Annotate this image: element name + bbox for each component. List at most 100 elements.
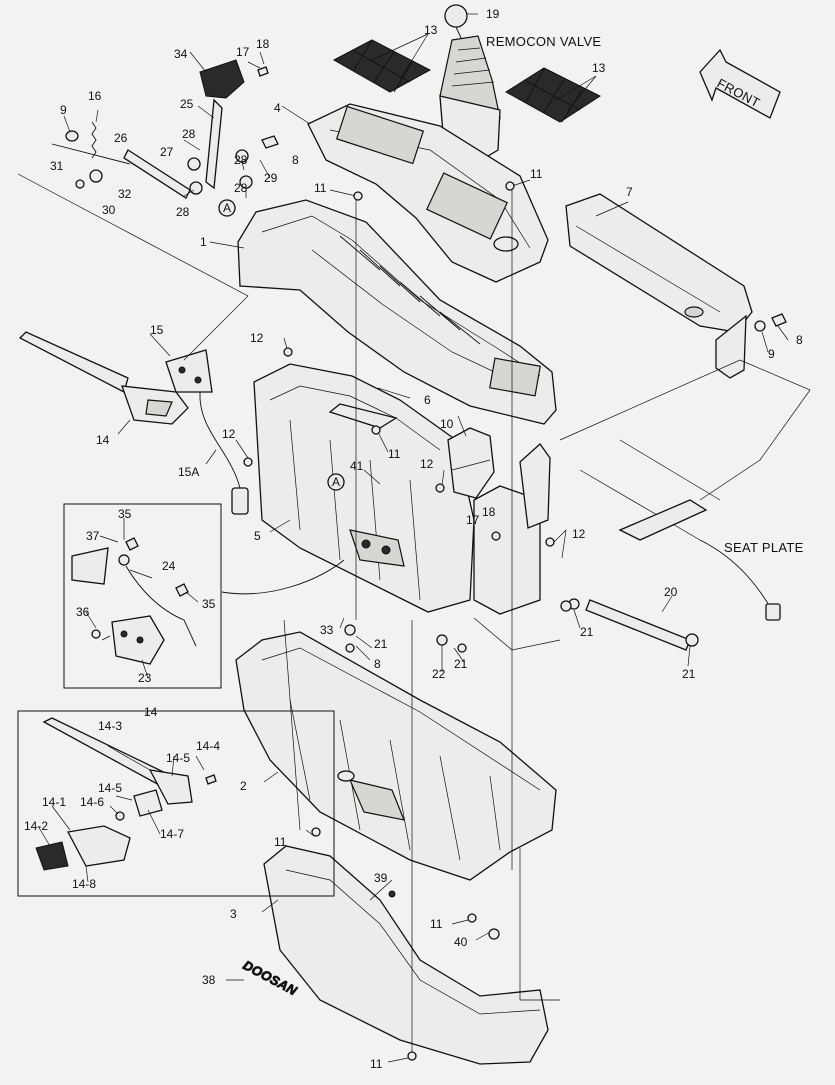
ref-21c: 21 (454, 657, 468, 671)
ref-21b: 21 (580, 625, 594, 639)
reference-labels: 19 13 13 34 17 18 9 16 25 4 26 27 28 8 3… (24, 7, 804, 1071)
inset-pointer-curve (221, 559, 345, 595)
ref-14-7: 14-7 (160, 827, 184, 841)
ref-9a: 9 (60, 103, 67, 117)
ref-21d: 21 (682, 667, 696, 681)
circle-a-top-label: A (223, 201, 231, 215)
ref-1: 1 (200, 235, 207, 249)
ref-21a: 21 (374, 637, 388, 651)
ref-30: 30 (102, 203, 116, 217)
side-cover-3 (263, 845, 549, 1065)
ref-24: 24 (162, 559, 176, 573)
switch-pad-right (505, 67, 602, 123)
ref-18a: 18 (256, 37, 270, 51)
seat-plate-frame (559, 359, 811, 621)
lever-linkage (51, 59, 279, 199)
ref-17a: 17 (236, 45, 250, 59)
ref-14-6: 14-6 (80, 795, 104, 809)
ref-14-5a: 14-5 (166, 751, 190, 765)
ref-29: 29 (264, 171, 278, 185)
ref-13a: 13 (424, 23, 438, 37)
ref-34: 34 (174, 47, 188, 61)
circle-a-marker-top (218, 199, 236, 217)
inset-detail-lever (17, 710, 335, 897)
leader-lines (17, 13, 789, 1063)
ref-19: 19 (486, 7, 500, 21)
ref-18b: 18 (482, 505, 496, 519)
ref-39: 39 (374, 871, 388, 885)
ref-5: 5 (254, 529, 261, 543)
ref-14-3: 14-3 (98, 719, 122, 733)
ref-11e: 11 (430, 917, 443, 931)
ref-16: 16 (88, 89, 102, 103)
ref-12b: 12 (222, 427, 236, 441)
ref-38: 38 (202, 973, 216, 987)
ref-15a: 15A (178, 465, 199, 479)
seat-plate-caption: SEAT PLATE (724, 540, 804, 555)
lever-14 (18, 331, 189, 425)
ref-14-8: 14-8 (72, 877, 96, 891)
ref-11a: 11 (314, 181, 327, 195)
ref-15: 15 (150, 323, 164, 337)
ref-14a: 14 (96, 433, 110, 447)
ref-14-5b: 14-5 (98, 781, 122, 795)
ref-11f: 11 (370, 1057, 383, 1071)
ref-8a: 8 (292, 153, 299, 167)
switch-pad-left (332, 39, 432, 93)
circle-a-mid-label: A (332, 475, 340, 489)
circle-a-marker-mid (327, 473, 345, 491)
ref-28b: 28 (234, 153, 248, 167)
ref-12a: 12 (250, 331, 264, 345)
inset-detail-switch (63, 503, 222, 689)
switch-15 (165, 349, 249, 515)
ref-8c: 8 (374, 657, 381, 671)
handle-10 (447, 427, 495, 499)
ref-10: 10 (440, 417, 454, 431)
ref-6: 6 (424, 393, 431, 407)
ref-11b: 11 (530, 167, 543, 181)
ref-31: 31 (50, 159, 64, 173)
ref-4: 4 (274, 101, 281, 115)
ref-41: 41 (350, 459, 364, 473)
ref-12d: 12 (572, 527, 586, 541)
fastener-markers (243, 181, 572, 1061)
ref-36: 36 (76, 605, 90, 619)
front-direction-arrow: FRONT (699, 48, 781, 119)
ref-20: 20 (664, 585, 678, 599)
ref-7: 7 (626, 185, 633, 199)
ref-35b: 35 (202, 597, 216, 611)
ref-13b: 13 (592, 61, 606, 75)
ref-3: 3 (230, 907, 237, 921)
ref-14-4: 14-4 (196, 739, 220, 753)
ref-40: 40 (454, 935, 468, 949)
ref-22: 22 (432, 667, 446, 681)
ref-9b: 9 (768, 347, 775, 361)
ref-11c: 11 (388, 447, 401, 461)
ref-17b: 17 (466, 513, 480, 527)
ref-14b: 14 (144, 705, 158, 719)
ref-35a: 35 (118, 507, 132, 521)
console-housing-1 (237, 199, 557, 425)
ref-14-1: 14-1 (42, 795, 66, 809)
ref-28d: 28 (234, 181, 248, 195)
ref-11d: 11 (274, 835, 287, 849)
lower-cover-2 (235, 631, 557, 881)
ref-33: 33 (320, 623, 334, 637)
ref-32: 32 (118, 187, 132, 201)
ref-27: 27 (160, 145, 174, 159)
ref-14-2: 14-2 (24, 819, 48, 833)
ref-26: 26 (114, 131, 128, 145)
ref-25: 25 (180, 97, 194, 111)
ref-37: 37 (86, 529, 100, 543)
ref-28a: 28 (182, 127, 196, 141)
ref-28c: 28 (176, 205, 190, 219)
ref-23: 23 (138, 671, 152, 685)
ref-12c: 12 (420, 457, 434, 471)
ref-8b: 8 (796, 333, 803, 347)
mount-bracket-5 (253, 363, 551, 615)
armrest-7 (565, 193, 787, 379)
remocon-valve-caption: REMOCON VALVE (486, 34, 601, 49)
gas-spring-20 (568, 598, 699, 651)
